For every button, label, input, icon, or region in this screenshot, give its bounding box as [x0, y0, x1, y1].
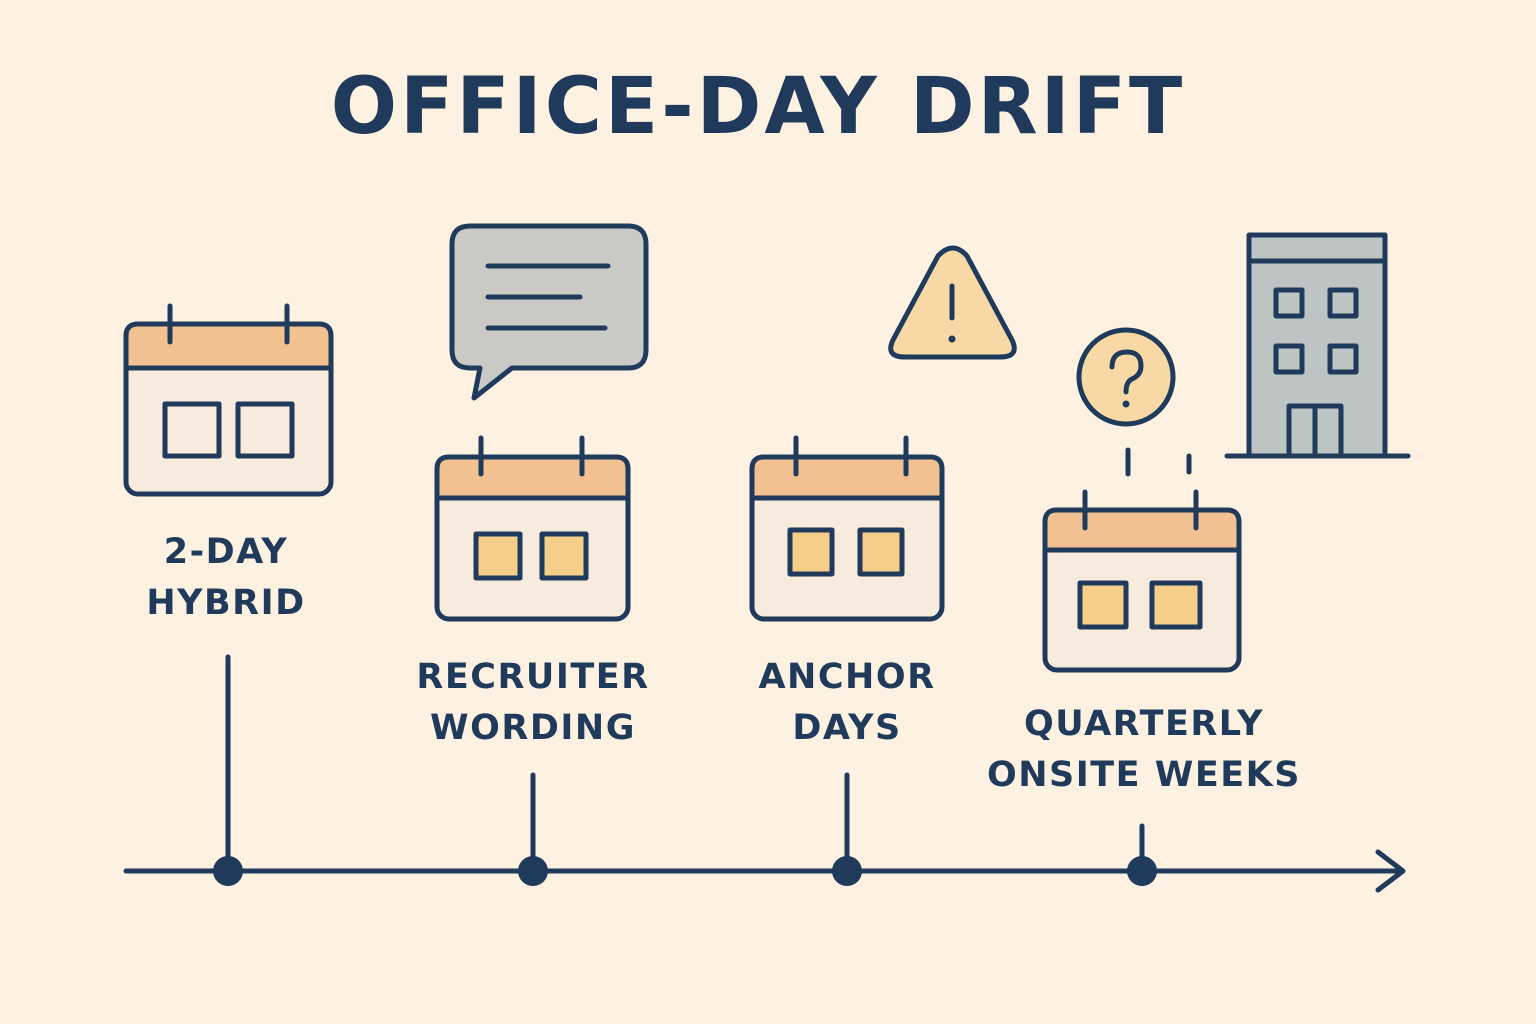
- warning-icon: [888, 245, 1017, 360]
- speech-bubble-icon: [449, 223, 649, 401]
- timeline-axis: [123, 849, 1406, 893]
- diagram-title: OFFICE-DAY DRIFT: [330, 62, 1186, 152]
- stage-label-recruiter-wording: RECRUITER WORDING: [363, 652, 703, 754]
- stage-label-line: 2-DAY: [163, 532, 289, 572]
- stage-label-line: QUARTERLY: [1024, 704, 1264, 744]
- calendar-icon: [434, 435, 631, 622]
- stage-label-anchor-days: ANCHOR DAYS: [677, 652, 1017, 754]
- stage-label-line: DAYS: [792, 708, 902, 748]
- timeline-marker: [213, 856, 243, 886]
- timeline-marker: [1127, 856, 1157, 886]
- question-icon: [1076, 327, 1192, 477]
- timeline-marker: [832, 856, 862, 886]
- stage-label-quarterly-onsite-weeks: QUARTERLY ONSITE WEEKS: [974, 699, 1314, 801]
- stage-label-line: RECRUITER: [416, 657, 650, 697]
- stage-label-2-day-hybrid: 2-DAY HYBRID: [56, 527, 396, 629]
- stage-label-line: WORDING: [430, 708, 636, 748]
- stage-label-line: ANCHOR: [758, 657, 936, 697]
- stage-label-line: HYBRID: [146, 583, 306, 623]
- calendar-icon: [1042, 489, 1242, 673]
- calendar-icon: [123, 303, 334, 497]
- timeline-marker: [518, 856, 548, 886]
- office-building-icon: [1224, 232, 1411, 459]
- stage-label-line: ONSITE WEEKS: [987, 755, 1301, 795]
- calendar-icon: [749, 435, 945, 622]
